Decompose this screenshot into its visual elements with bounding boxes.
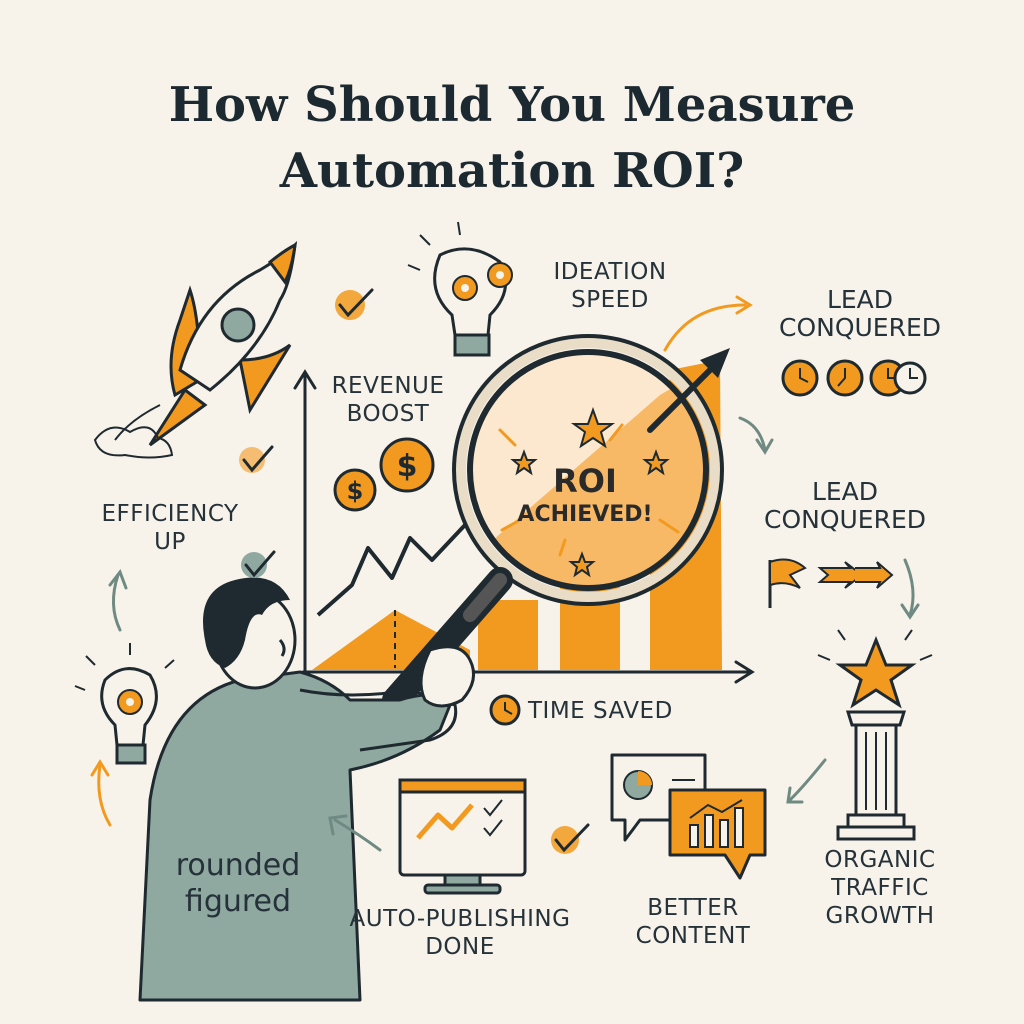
- person-icon: [138, 577, 476, 1002]
- monitor-chart-icon: [398, 778, 527, 895]
- page-title: How Should You Measure Automation ROI?: [0, 72, 1024, 204]
- label-revenue-boost: REVENUE BOOST: [331, 373, 445, 427]
- chat-chart-icon: [610, 753, 767, 880]
- clock-icon: [489, 694, 521, 726]
- check-icon: [335, 288, 374, 320]
- label-lead-conquered-top: LEAD CONQUERED: [778, 285, 942, 342]
- title-line-2: Automation ROI?: [279, 143, 745, 199]
- check-icon: [239, 445, 274, 473]
- check-icon: [241, 550, 276, 578]
- roi-line-1: ROI: [553, 462, 617, 500]
- chart-trend-line: [316, 523, 467, 617]
- label-ideation-speed: IDEATION SPEED: [553, 259, 667, 313]
- label-lead-conquered-mid: LEAD CONQUERED: [763, 477, 927, 534]
- clock-icon: [826, 359, 864, 397]
- svg-text:$: $: [347, 477, 364, 505]
- lightbulb-gears-icon: [74, 643, 175, 765]
- label-rounded-figured: rounded figured: [175, 848, 301, 919]
- dollar-coin-icon: $: [379, 437, 435, 493]
- clock-icon: [781, 359, 819, 397]
- rocket-icon: [93, 240, 298, 459]
- roi-line-2: ACHIEVED!: [517, 502, 653, 527]
- flow-arrows: [90, 295, 920, 852]
- trend-arrow: [647, 348, 730, 433]
- label-auto-publishing-done: AUTO-PUBLISHING DONE: [349, 906, 571, 960]
- dollar-coin-icon: $: [333, 468, 377, 512]
- lightbulb-gears-icon: [407, 221, 513, 357]
- flag-icon: [768, 558, 894, 608]
- label-efficiency-up: EFFICIENCY UP: [101, 501, 239, 555]
- star-trophy-icon: [817, 629, 933, 841]
- clock-icon: [893, 361, 927, 395]
- label-time-saved: TIME SAVED: [528, 698, 673, 724]
- magnifying-glass-icon: [382, 334, 724, 713]
- title-line-1: How Should You Measure: [168, 77, 856, 133]
- svg-text:$: $: [397, 449, 418, 484]
- label-organic-traffic-growth: ORGANIC TRAFFIC GROWTH: [824, 847, 936, 929]
- roi-achieved-label: ROI ACHIEVED!: [500, 462, 670, 530]
- check-icon: [551, 823, 590, 854]
- label-better-content: BETTER CONTENT: [635, 895, 751, 949]
